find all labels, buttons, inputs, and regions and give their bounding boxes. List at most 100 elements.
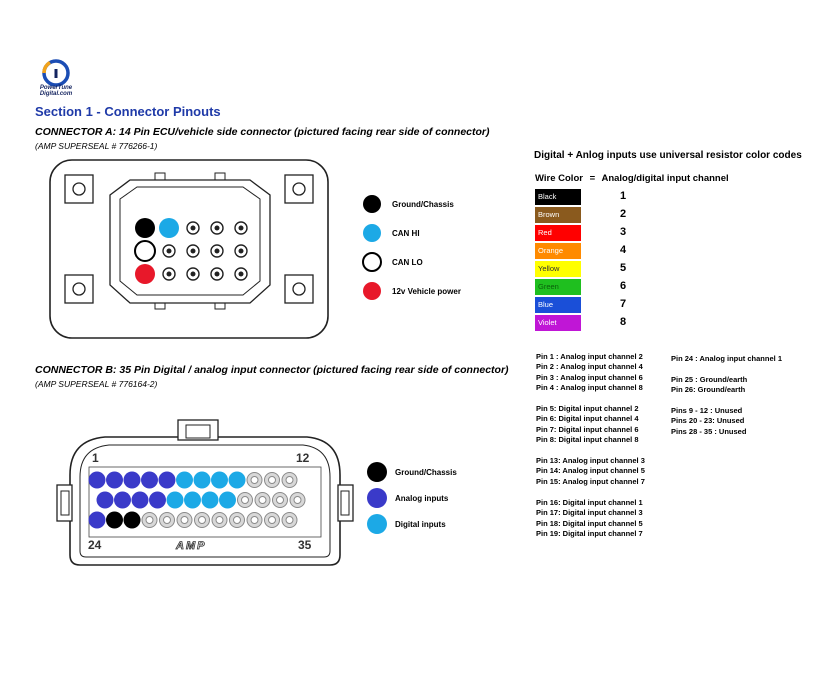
connector-b-pin xyxy=(158,471,176,489)
connector-b-pin xyxy=(193,471,211,489)
connector-b-pin xyxy=(106,471,123,489)
connector-b-subtitle: (AMP SUPERSEAL # 776164-2) xyxy=(35,379,158,389)
legend-label: Ground/Chassis xyxy=(392,200,454,209)
connector-a-pin xyxy=(234,221,248,235)
connector-b-pin xyxy=(228,471,246,489)
connector-b-title: CONNECTOR B: 35 Pin Digital / analog inp… xyxy=(35,364,509,376)
connector-b-pin xyxy=(141,512,158,528)
input-channel-number: 5 xyxy=(619,262,627,274)
connector-b-pin xyxy=(194,512,210,528)
pin-assignment-group: Pin 24 : Analog input channel 1 xyxy=(671,354,782,364)
wire-color-header-right: Analog/digital input channel xyxy=(601,173,729,184)
legend-label: Digital inputs xyxy=(395,520,446,529)
legend-label: Ground/Chassis xyxy=(395,468,457,477)
logo: PowerTune Digital.com xyxy=(30,58,90,98)
input-channel-number: 7 xyxy=(619,298,627,310)
connector-a-pin xyxy=(135,218,155,238)
connector-b-pin xyxy=(176,471,193,489)
connector-a-pin xyxy=(162,244,176,258)
input-channel-number: 8 xyxy=(619,316,627,328)
connector-a-subtitle: (AMP SUPERSEAL # 776266-1) xyxy=(35,141,158,151)
input-channel-number: 4 xyxy=(619,244,627,256)
pin-assignment-line: Pin 7: Digital input channel 6 xyxy=(536,424,639,434)
connector-b-pin xyxy=(211,512,228,528)
connector-a-diagram xyxy=(49,159,329,339)
pin-assignment-line: Pin 2 : Analog input channel 4 xyxy=(536,362,643,372)
legend-black-dot xyxy=(367,462,387,482)
input-channel-number: 6 xyxy=(619,280,627,292)
connector-b-pin-35-label: 35 xyxy=(298,538,312,552)
connector-b-pin xyxy=(184,491,201,509)
pin-assignment-line: Pin 24 : Analog input channel 1 xyxy=(671,354,782,363)
wire-color-swatch: Blue xyxy=(535,297,581,313)
connector-a-pin xyxy=(134,240,156,262)
connector-b-pin xyxy=(149,491,166,509)
connector-b-pin xyxy=(289,492,306,508)
connector-b-pin-1-label: 1 xyxy=(92,451,99,465)
wire-color-swatch: Yellow xyxy=(535,261,581,277)
connector-b-pin xyxy=(211,471,228,489)
logo-line2: Digital.com xyxy=(39,91,73,97)
pin-assignment-line: Pins 28 - 35 : Unused xyxy=(671,426,747,436)
connector-a-pin xyxy=(159,218,179,238)
connector-b-pin xyxy=(281,512,298,528)
logo-icon xyxy=(42,59,70,87)
legend-label: CAN HI xyxy=(392,229,420,238)
connector-a-pin xyxy=(210,267,224,281)
pin-assignment-line: Pin 8: Digital input channel 8 xyxy=(536,435,639,445)
connector-b-pin xyxy=(123,511,141,529)
connector-b-pin xyxy=(264,472,280,488)
connector-a-pin xyxy=(186,267,200,281)
pin-assignment-line: Pin 4 : Analog input channel 8 xyxy=(536,383,643,393)
connector-a-pin xyxy=(186,244,200,258)
wire-color-swatch: Violet xyxy=(535,315,581,331)
connector-b-pin xyxy=(201,491,219,509)
connector-a-pin xyxy=(210,244,224,258)
connector-b-pin-24-label: 24 xyxy=(88,538,102,552)
amp-brand-mark: AMP xyxy=(176,540,207,553)
connector-b-pin xyxy=(246,472,263,488)
pin-assignment-line: Pin 26: Ground/earth xyxy=(671,385,746,395)
connector-a-pin xyxy=(234,244,248,258)
legend-open-dot xyxy=(362,252,382,272)
connector-b-pin-12-label: 12 xyxy=(296,451,310,465)
connector-b-pin xyxy=(264,512,280,528)
pin-assignment-line: Pins 20 - 23: Unused xyxy=(671,416,745,426)
legend-label: Analog inputs xyxy=(395,494,449,503)
connector-b-pin xyxy=(166,491,184,509)
pin-assignment-line: Pins 9 - 12 : Unused xyxy=(671,406,743,415)
pin-assignment-line: Pin 16: Digital input channel 1 xyxy=(536,498,643,507)
wire-color-swatch: Brown xyxy=(535,207,581,223)
connector-a-pin xyxy=(186,221,200,235)
input-channel-number: 2 xyxy=(619,208,627,220)
connector-b-pin xyxy=(131,491,149,509)
connector-b-pin xyxy=(123,471,141,489)
connector-b-pin xyxy=(237,492,253,508)
connector-b-pin xyxy=(96,491,114,509)
connector-b-pin xyxy=(114,491,131,509)
legend-cyan-dot xyxy=(367,514,387,534)
color-codes-title: Digital + Anlog inputs use universal res… xyxy=(534,150,802,161)
connector-a-pin xyxy=(234,267,248,281)
legend-label: CAN LO xyxy=(392,258,423,267)
connector-b-pin xyxy=(219,491,236,509)
wire-color-swatch: Red xyxy=(535,225,581,241)
legend-black-dot xyxy=(363,195,381,213)
connector-b-pin xyxy=(272,492,288,508)
connector-b-pin xyxy=(106,511,123,529)
connector-a-pin xyxy=(210,221,224,235)
wire-color-swatch: Black xyxy=(535,189,581,205)
connector-a-pin xyxy=(135,264,155,284)
pin-assignment-line: Pin 3 : Analog input channel 6 xyxy=(536,372,643,382)
wire-color-header-eq: = xyxy=(589,173,596,184)
pin-assignment-line: Pin 14: Analog input channel 5 xyxy=(536,466,645,476)
connector-b-pin xyxy=(254,492,271,508)
section-title: Section 1 - Connector Pinouts xyxy=(35,104,221,119)
